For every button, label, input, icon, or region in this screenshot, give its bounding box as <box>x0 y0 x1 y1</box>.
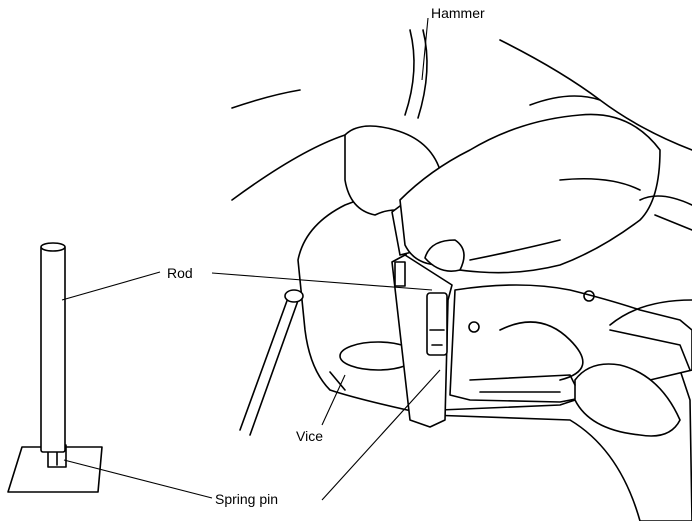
rod-top <box>41 243 65 251</box>
hands-illustration <box>232 30 692 273</box>
rod-with-spring-pin-illustration <box>8 243 102 492</box>
driven-rod-illustration <box>427 293 447 355</box>
hammer-label: Hammer <box>431 5 485 21</box>
spring-pin-label: Spring pin <box>215 491 278 507</box>
rod <box>41 246 65 452</box>
rod-leader-line-left <box>62 272 160 300</box>
rod-label: Rod <box>167 265 193 281</box>
vice-label: Vice <box>296 428 323 444</box>
